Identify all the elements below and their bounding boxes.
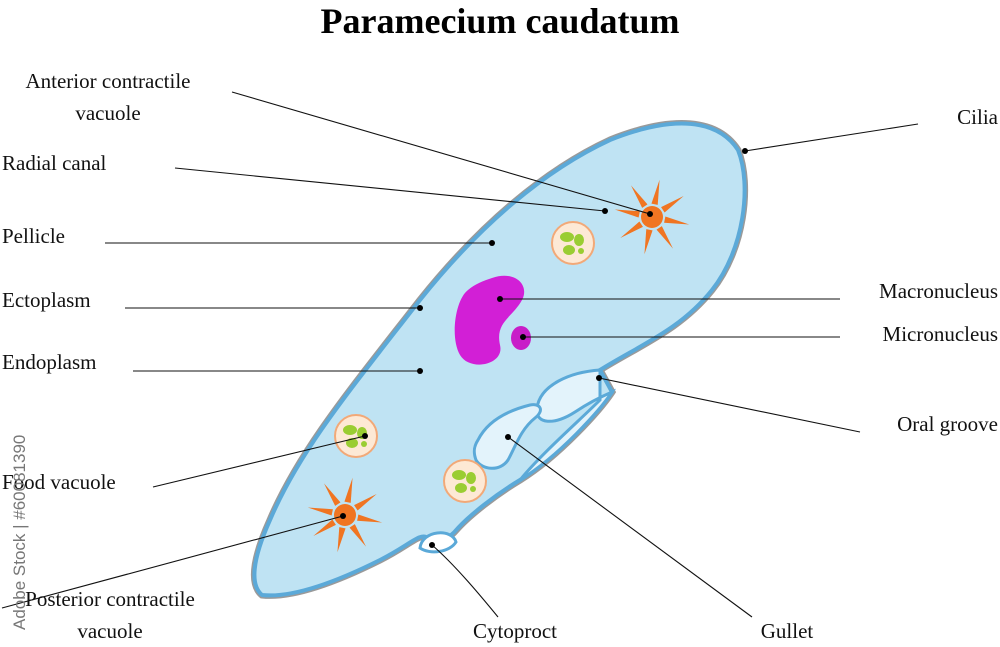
label-food-vacuole: Food vacuole (2, 470, 116, 494)
label-gullet: Gullet (761, 619, 814, 643)
food-particle (560, 232, 574, 242)
food-particle (343, 425, 357, 435)
anterior-contractile-vacuole (614, 179, 690, 255)
radial-canal (313, 519, 336, 536)
radial-canal (337, 527, 346, 553)
food-vacuole-1 (551, 221, 595, 265)
leader-cytoproct (431, 544, 499, 618)
label-radial-canal: Radial canal (2, 151, 107, 175)
vacuole-center (641, 206, 663, 228)
leader-anterior-cv (231, 91, 651, 215)
radial-canal (644, 229, 653, 255)
food-vacuole-membrane (334, 414, 378, 458)
leader-lines (1, 91, 919, 618)
food-particle (455, 483, 467, 493)
leader-dots (340, 148, 748, 548)
label-cytoproct: Cytoproct (473, 619, 557, 643)
leader-radial-canal (174, 167, 606, 212)
food-particle (361, 441, 367, 447)
food-particle (466, 472, 476, 484)
cytoproct-notch (418, 531, 458, 554)
label-anterior-contractile-vacuole-line2: vacuole (75, 101, 140, 125)
food-particle (452, 470, 466, 480)
radial-canal (614, 209, 640, 218)
label-pellicle: Pellicle (2, 224, 65, 248)
food-vacuole-2 (334, 414, 378, 458)
leader-cilia (744, 123, 919, 152)
stock-watermark: Adobe Stock | #60081390 (10, 435, 29, 630)
leader-food-vacuole (152, 435, 366, 488)
label-oral-groove: Oral groove (897, 412, 998, 436)
radial-canal (631, 185, 648, 208)
radial-canal (651, 179, 660, 205)
label-cilia: Cilia (957, 105, 999, 129)
leader-oral-groove (598, 377, 861, 433)
food-vacuole-membrane (551, 221, 595, 265)
radial-canal (664, 216, 690, 225)
radial-canal (354, 494, 377, 511)
food-particle (563, 245, 575, 255)
radial-canal (349, 524, 366, 547)
radial-canal (661, 196, 684, 213)
label-posterior-contractile-vacuole-line2: vacuole (77, 619, 142, 643)
food-particle (346, 438, 358, 448)
label-micronucleus: Micronucleus (883, 322, 998, 346)
radial-canal (324, 483, 341, 506)
radial-canal (656, 226, 673, 249)
diagram-title: Paramecium caudatum (321, 1, 680, 41)
food-vacuole-membrane (443, 459, 487, 503)
leader-posterior-cv (1, 515, 344, 609)
label-posterior-contractile-vacuole-line1: Posterior contractile (25, 587, 195, 611)
label-ectoplasm: Ectoplasm (2, 288, 91, 312)
cell-body (252, 121, 747, 598)
food-particle (574, 234, 584, 246)
macronucleus (454, 275, 525, 365)
oral-groove-shape (518, 368, 617, 482)
food-particle (470, 486, 476, 492)
food-particle (578, 248, 584, 254)
radial-canal (307, 507, 333, 516)
label-anterior-contractile-vacuole-line1: Anterior contractile (25, 69, 190, 93)
leader-gullet (507, 436, 753, 618)
label-endoplasm: Endoplasm (2, 350, 97, 374)
food-vacuole-3 (443, 459, 487, 503)
radial-canal (357, 514, 383, 523)
label-macronucleus: Macronucleus (879, 279, 998, 303)
radial-canal (620, 221, 643, 238)
posterior-contractile-vacuole (307, 477, 383, 553)
radial-canal (344, 477, 353, 503)
